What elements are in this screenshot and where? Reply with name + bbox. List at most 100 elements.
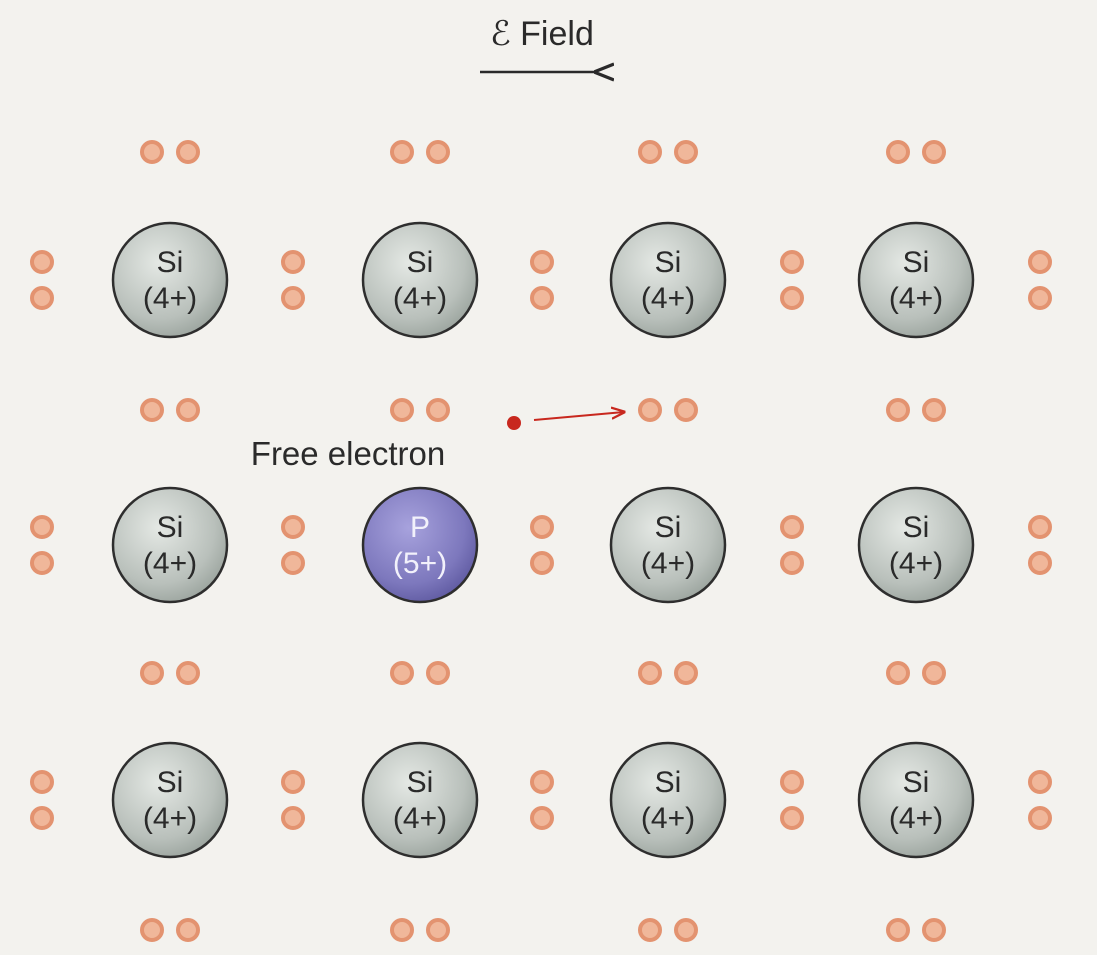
atom-core bbox=[857, 486, 975, 604]
atom-charge: (4+) bbox=[143, 282, 197, 315]
atom-charge: (4+) bbox=[889, 802, 943, 835]
atom-symbol: Si bbox=[903, 246, 930, 279]
bond-electron bbox=[780, 286, 804, 310]
bond-electron bbox=[780, 551, 804, 575]
atom-symbol: P bbox=[410, 511, 430, 544]
silicon-atom: Si(4+) bbox=[609, 741, 727, 859]
bond-electron bbox=[281, 250, 305, 274]
atom-core bbox=[609, 221, 727, 339]
atom-charge: (4+) bbox=[889, 547, 943, 580]
bond-electron bbox=[426, 661, 450, 685]
atom-grid: Si(4+)Si(4+)Si(4+)Si(4+)Si(4+)P(5+)Si(4+… bbox=[111, 221, 975, 859]
bond-electron bbox=[426, 140, 450, 164]
bond-electron bbox=[638, 140, 662, 164]
atom-charge: (4+) bbox=[393, 282, 447, 315]
bond-electron bbox=[176, 398, 200, 422]
silicon-atom: Si(4+) bbox=[111, 486, 229, 604]
bond-electron bbox=[30, 551, 54, 575]
bond-electron bbox=[176, 661, 200, 685]
silicon-atom: Si(4+) bbox=[857, 221, 975, 339]
bond-electron bbox=[530, 770, 554, 794]
atom-charge: (4+) bbox=[641, 802, 695, 835]
free-electron bbox=[507, 416, 521, 430]
atom-core bbox=[609, 741, 727, 859]
bond-electron bbox=[1028, 515, 1052, 539]
bond-electron bbox=[30, 770, 54, 794]
bond-electron bbox=[1028, 806, 1052, 830]
bond-electron bbox=[780, 806, 804, 830]
bond-electron bbox=[674, 661, 698, 685]
phosphorus-atom: P(5+) bbox=[361, 486, 479, 604]
field-label: ℰ Field bbox=[490, 15, 594, 53]
silicon-atom: Si(4+) bbox=[111, 741, 229, 859]
bond-electron bbox=[780, 250, 804, 274]
atom-core bbox=[857, 741, 975, 859]
free-electron-label: Free electron bbox=[251, 435, 445, 472]
atom-core bbox=[361, 486, 479, 604]
bond-electron bbox=[638, 918, 662, 942]
bond-electron bbox=[886, 918, 910, 942]
bond-electron bbox=[30, 250, 54, 274]
bond-electron bbox=[886, 661, 910, 685]
bond-electron bbox=[30, 286, 54, 310]
bond-electron bbox=[176, 918, 200, 942]
bond-electron bbox=[390, 140, 414, 164]
bond-electron bbox=[530, 515, 554, 539]
atom-charge: (5+) bbox=[393, 547, 447, 580]
bond-electron bbox=[638, 661, 662, 685]
bond-electron bbox=[140, 918, 164, 942]
bond-electron bbox=[1028, 250, 1052, 274]
atom-core bbox=[361, 741, 479, 859]
bond-electron bbox=[530, 806, 554, 830]
atom-charge: (4+) bbox=[641, 282, 695, 315]
bond-electron bbox=[390, 398, 414, 422]
atom-symbol: Si bbox=[157, 246, 184, 279]
atom-charge: (4+) bbox=[889, 282, 943, 315]
bond-electron bbox=[780, 770, 804, 794]
bond-electron bbox=[530, 250, 554, 274]
bond-electron bbox=[281, 551, 305, 575]
silicon-atom: Si(4+) bbox=[857, 486, 975, 604]
bond-electron bbox=[426, 918, 450, 942]
atom-symbol: Si bbox=[655, 511, 682, 544]
atom-charge: (4+) bbox=[641, 547, 695, 580]
bond-electron bbox=[140, 398, 164, 422]
atom-symbol: Si bbox=[655, 766, 682, 799]
silicon-atom: Si(4+) bbox=[609, 221, 727, 339]
bond-electron bbox=[140, 140, 164, 164]
bond-electron bbox=[638, 398, 662, 422]
silicon-atom: Si(4+) bbox=[361, 741, 479, 859]
silicon-atom: Si(4+) bbox=[361, 221, 479, 339]
atom-core bbox=[361, 221, 479, 339]
atom-symbol: Si bbox=[655, 246, 682, 279]
bond-electrons bbox=[30, 140, 1052, 942]
bond-electron bbox=[922, 661, 946, 685]
bond-electron bbox=[674, 918, 698, 942]
bond-electron bbox=[281, 770, 305, 794]
bond-electron bbox=[1028, 770, 1052, 794]
atom-core bbox=[857, 221, 975, 339]
bond-electron bbox=[281, 286, 305, 310]
bond-electron bbox=[530, 286, 554, 310]
bond-electron bbox=[922, 140, 946, 164]
atom-core bbox=[111, 741, 229, 859]
bond-electron bbox=[426, 398, 450, 422]
atom-symbol: Si bbox=[407, 766, 434, 799]
free-electron-arrow bbox=[533, 412, 624, 421]
bond-electron bbox=[390, 661, 414, 685]
atom-core bbox=[609, 486, 727, 604]
bond-electron bbox=[176, 140, 200, 164]
bond-electron bbox=[886, 140, 910, 164]
bond-electron bbox=[922, 918, 946, 942]
bond-electron bbox=[30, 515, 54, 539]
bond-electron bbox=[674, 398, 698, 422]
bond-electron bbox=[281, 806, 305, 830]
atom-core bbox=[111, 221, 229, 339]
atom-symbol: Si bbox=[157, 766, 184, 799]
atom-symbol: Si bbox=[903, 766, 930, 799]
atom-symbol: Si bbox=[903, 511, 930, 544]
atom-charge: (4+) bbox=[143, 802, 197, 835]
atom-symbol: Si bbox=[407, 246, 434, 279]
bond-electron bbox=[674, 140, 698, 164]
